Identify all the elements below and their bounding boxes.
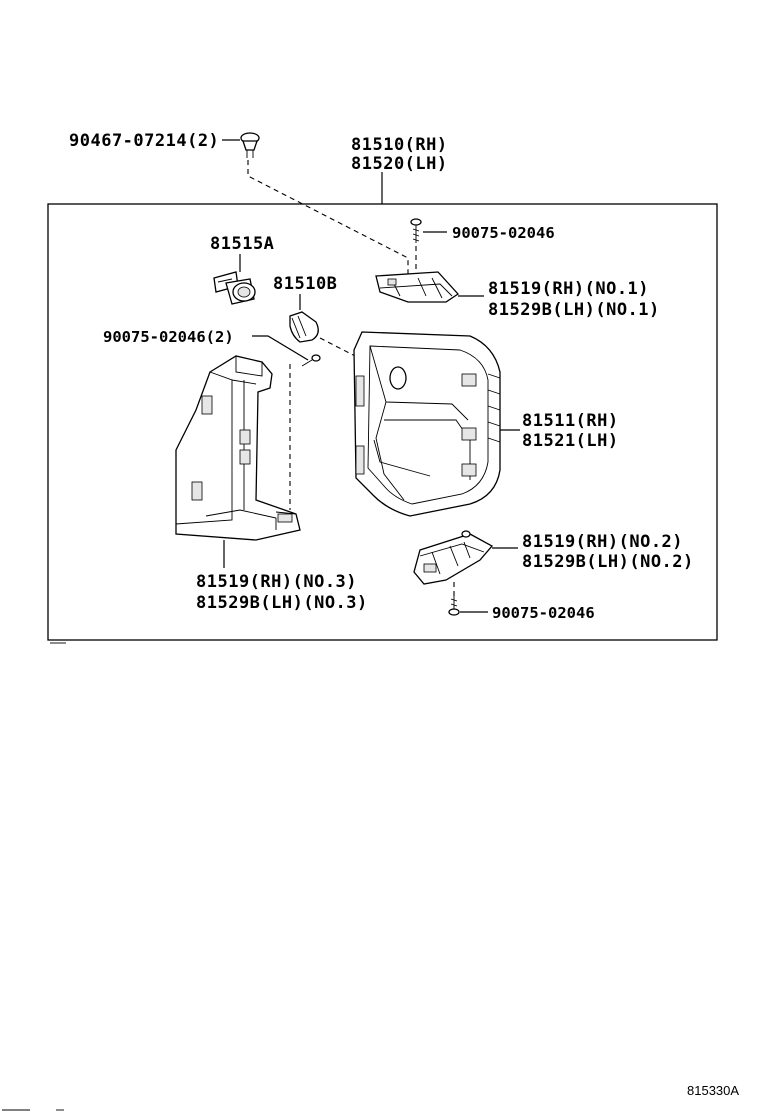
socket-part — [213, 271, 256, 305]
housing-rh-label: 81511(RH) — [522, 411, 619, 431]
lamp-assy-rh-label: 81510(RH) — [351, 135, 448, 155]
housing-part — [353, 331, 501, 517]
bracket-no2-rh-label: 81519(RH)(NO.2) — [522, 532, 683, 552]
lamp-assy-lh-label: 81520(LH) — [351, 154, 448, 174]
bracket-no1-rh-label: 81519(RH)(NO.1) — [488, 279, 649, 299]
screw-left-leader — [252, 335, 309, 361]
bracket-no3-lh-label: 81529B(LH)(NO.3) — [196, 593, 368, 613]
screw-bottom-label: 90075-02046 — [492, 604, 595, 622]
bracket-no2-part — [413, 530, 494, 585]
housing-lh-label: 81521(LH) — [522, 431, 619, 451]
screw-left-part — [301, 354, 321, 367]
clip-part — [240, 132, 260, 158]
screw-top-part — [410, 218, 422, 243]
socket-label: 81515A — [210, 234, 274, 254]
bracket-no3-rh-label: 81519(RH)(NO.3) — [196, 572, 357, 592]
screw-bottom-part — [448, 596, 460, 616]
bulb-label: 81510B — [273, 274, 337, 294]
bracket-no1-part — [375, 271, 459, 303]
clip-top-label: 90467-07214(2) — [69, 131, 219, 151]
diagram-ref-code: 815330A — [687, 1083, 739, 1098]
bulb-part — [289, 311, 319, 343]
bracket-no2-lh-label: 81529B(LH)(NO.2) — [522, 552, 694, 572]
screw-top-label: 90075-02046 — [452, 224, 555, 242]
screw-left-label: 90075-02046(2) — [103, 328, 234, 346]
bracket-no3-part — [175, 355, 301, 541]
clip-dashed-line — [247, 160, 409, 274]
bracket-no1-lh-label: 81529B(LH)(NO.1) — [488, 300, 660, 320]
